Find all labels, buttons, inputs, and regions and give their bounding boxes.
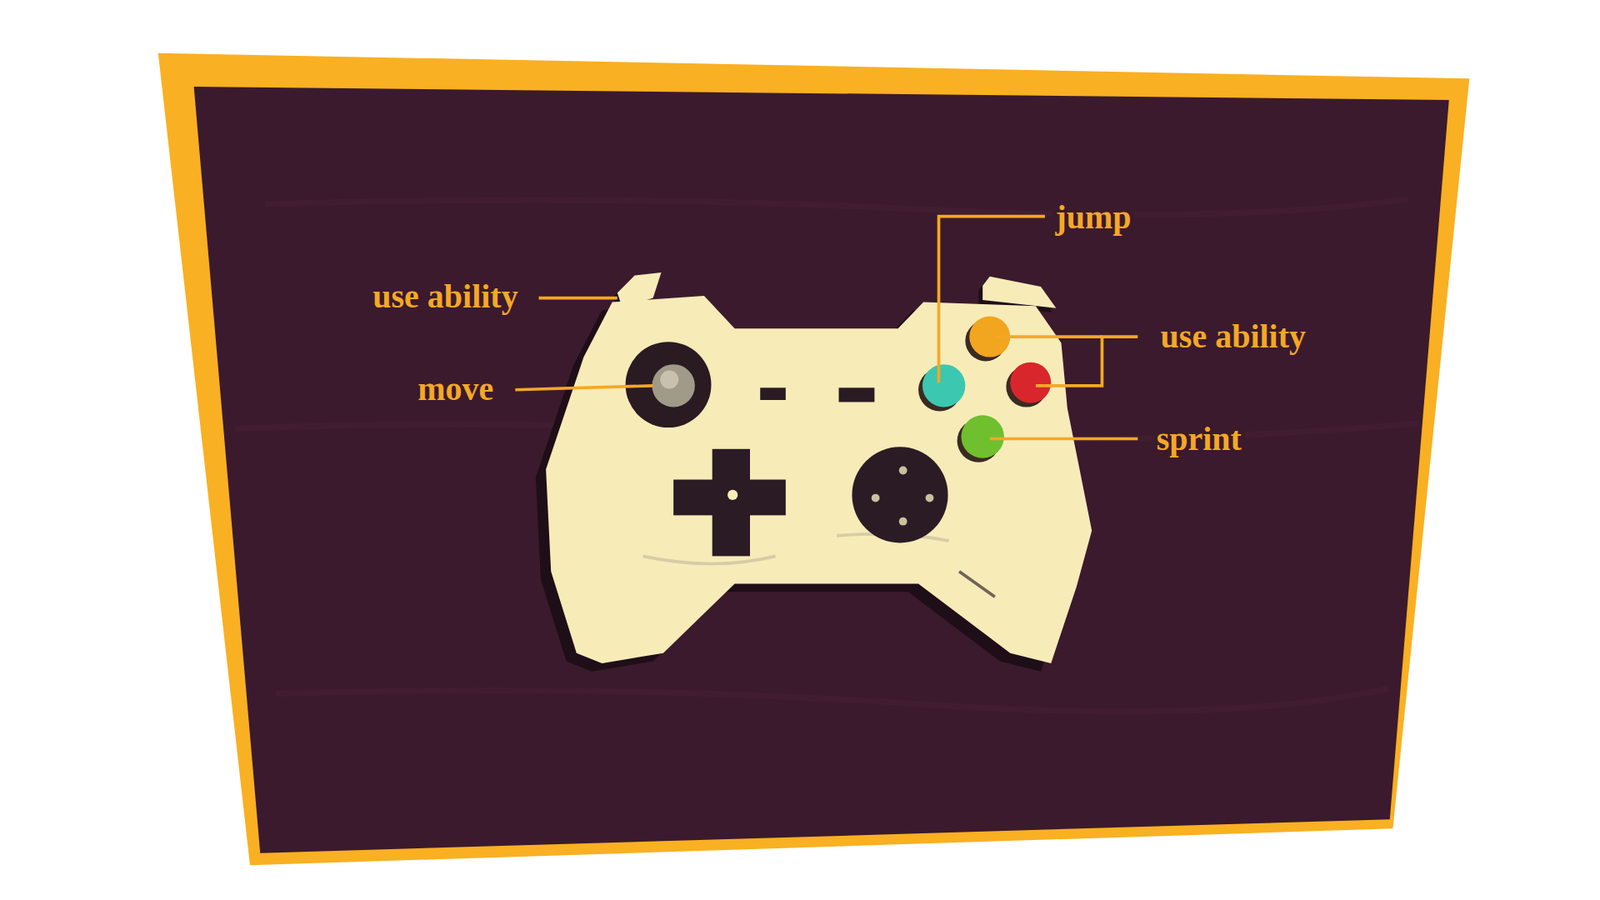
- red-button: [1010, 362, 1051, 404]
- leader-line: [515, 385, 653, 390]
- right-stick-dots: [871, 466, 935, 526]
- controller-body: [545, 295, 1092, 664]
- dpad-dot: [727, 490, 738, 500]
- stick-dot: [871, 494, 880, 503]
- texture-stroke: [265, 199, 1408, 215]
- leader-line: [939, 216, 1045, 384]
- stick-dot: [925, 494, 935, 503]
- callout-label: use ability: [1157, 318, 1310, 355]
- scuff-line: [959, 571, 995, 598]
- start-button: [839, 387, 875, 402]
- back-button: [760, 387, 786, 400]
- leader-line: [990, 437, 1139, 441]
- right-stick: [851, 446, 948, 543]
- callout-label: move: [414, 370, 497, 408]
- texture-stroke: [275, 689, 1389, 712]
- body-scuffs: [642, 534, 995, 598]
- callout-label: sprint: [1153, 420, 1245, 458]
- right-trigger: [982, 276, 1056, 309]
- leader-line: [995, 335, 1103, 339]
- panel-texture: [235, 199, 1419, 712]
- left-stick: [651, 364, 695, 407]
- stick-dot: [899, 466, 908, 475]
- cyan-button: [922, 364, 965, 407]
- frame-border: [158, 53, 1470, 866]
- callout-label: use ability: [369, 278, 521, 315]
- leader-line: [539, 296, 618, 300]
- callout-label: jump: [1051, 199, 1135, 236]
- green-button: [960, 415, 1004, 458]
- scuff-line: [642, 555, 775, 564]
- dpad-vertical: [712, 449, 750, 557]
- frame-panel: [194, 86, 1450, 854]
- leader-lines: [515, 216, 1138, 440]
- leader-line: [1035, 336, 1138, 386]
- stick-highlight: [660, 370, 679, 389]
- stick-dot: [899, 517, 908, 526]
